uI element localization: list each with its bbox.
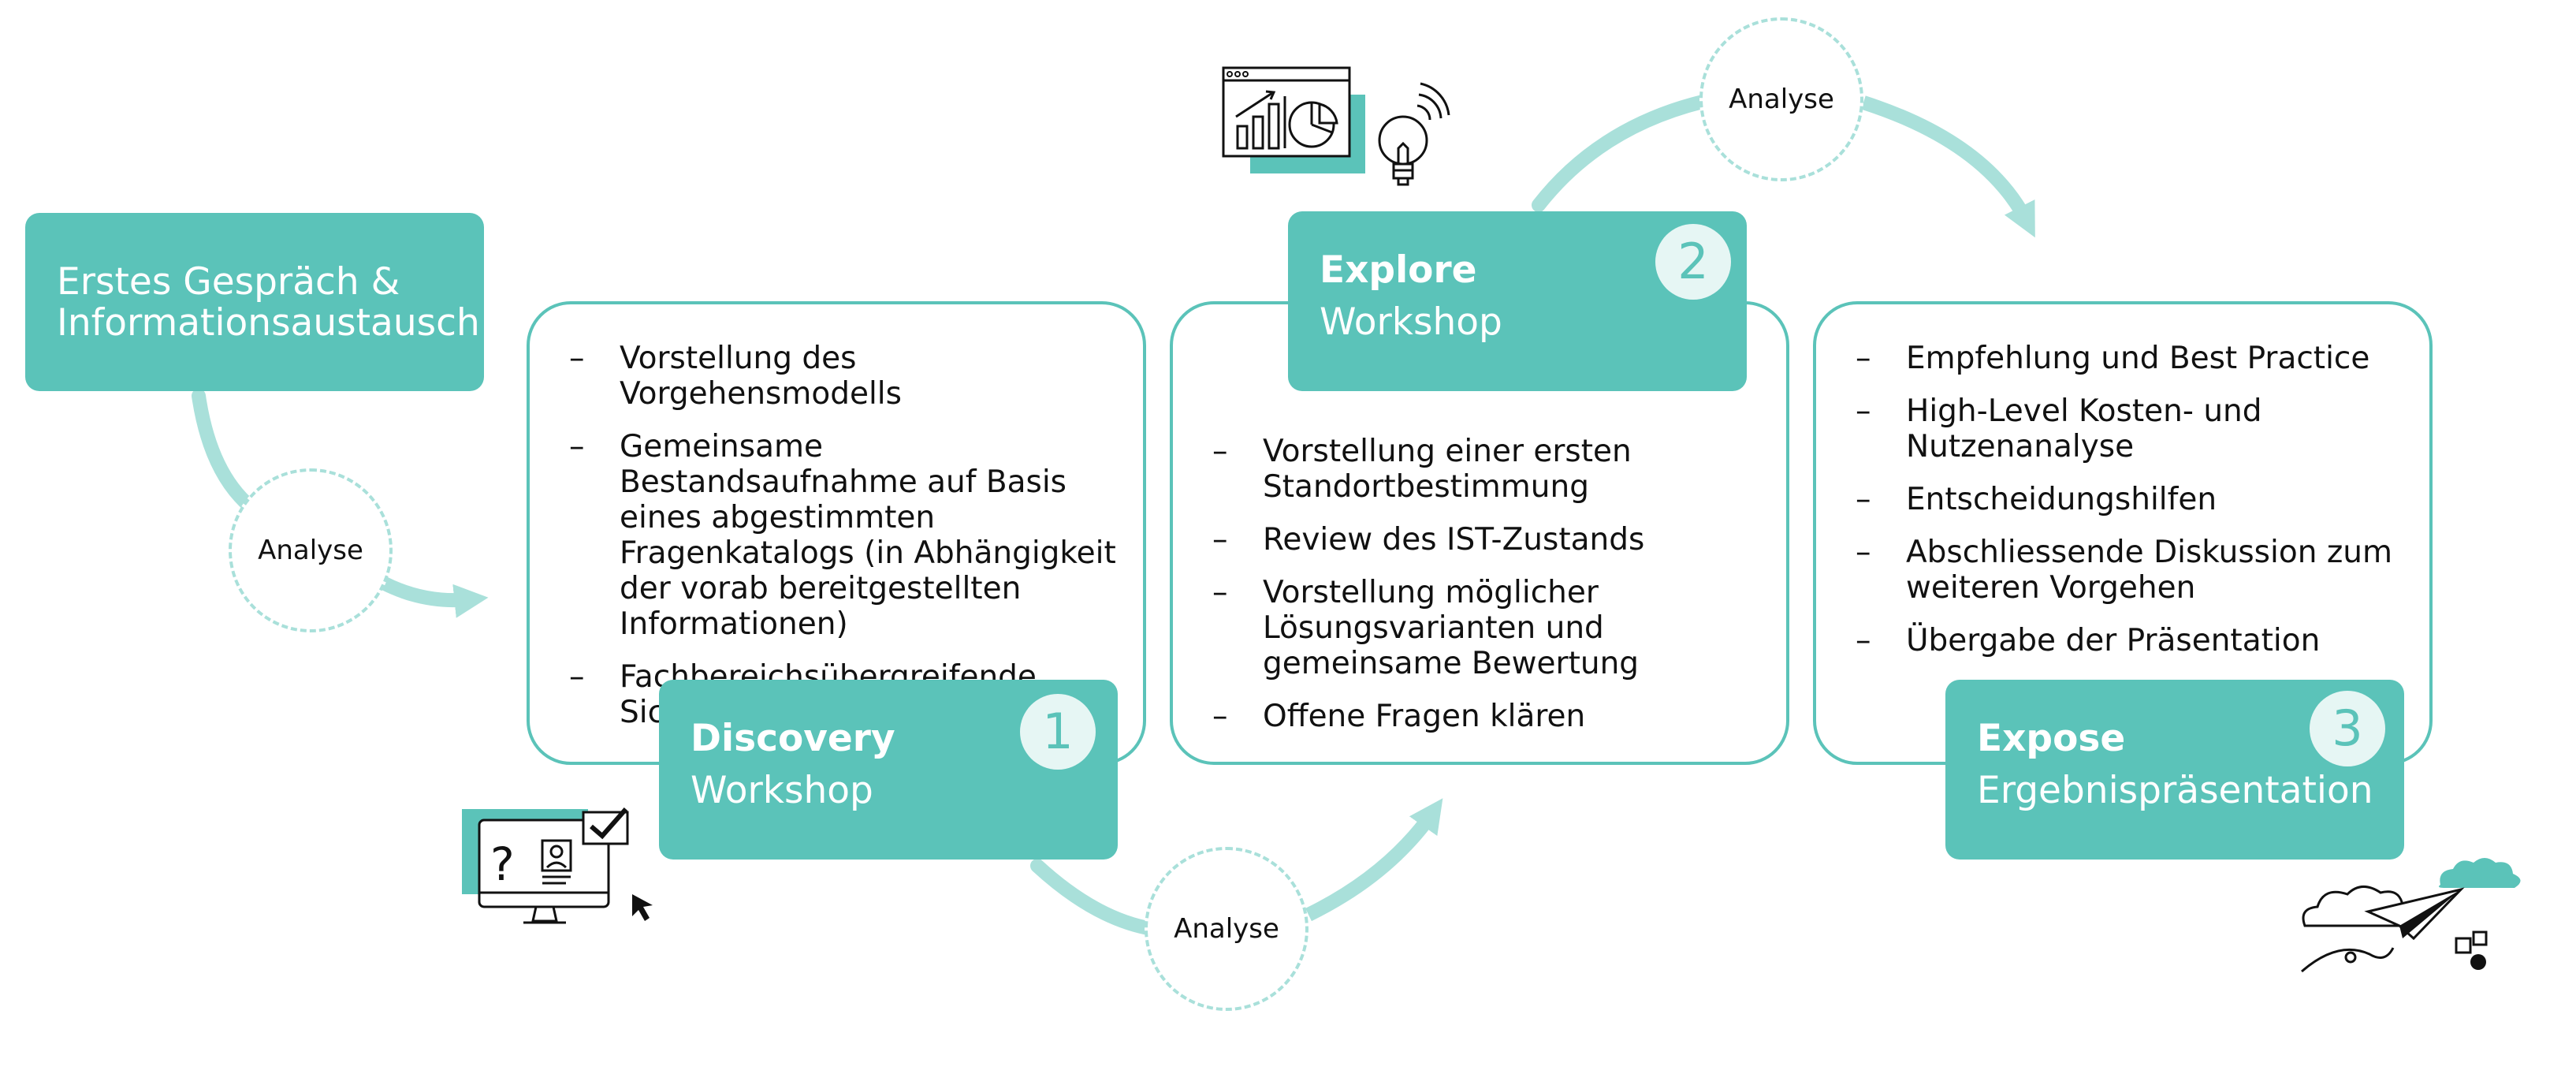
expose-bullets: Empfehlung und Best Practice High-Level …: [1856, 341, 2407, 676]
bullet-item: Empfehlung und Best Practice: [1856, 341, 2407, 376]
discovery-bullets: Vorstellung des Vorgehensmodells Gemeins…: [569, 341, 1121, 748]
svg-text:?: ?: [490, 837, 515, 891]
expose-title-box: Expose Ergebnispräsentation 3: [1945, 680, 2404, 860]
bullet-item: High-Level Kosten- und Nutzenanalyse: [1856, 393, 2407, 464]
phase-number-badge-2: 2: [1655, 224, 1731, 300]
analyse-circle-3: Analyse: [1699, 17, 1863, 181]
arrow-to-expose: [1861, 95, 2035, 238]
analyse-circle-2: Analyse: [1145, 847, 1308, 1011]
analyse-circle-1: Analyse: [229, 468, 393, 632]
intro-title: Erstes Gespräch & Informationsaustausch: [57, 260, 480, 345]
discovery-title-box: Discovery Workshop 1: [659, 680, 1118, 860]
arc-discovery-to-explore: [1030, 859, 1160, 936]
discovery-title: Discovery: [691, 717, 895, 760]
discovery-subtitle: Workshop: [691, 769, 873, 812]
bullet-item: Offene Fragen klären: [1212, 699, 1764, 734]
expose-subtitle: Ergebnispräsentation: [1977, 769, 2373, 812]
bullet-item: Review des IST-Zustands: [1212, 522, 1764, 558]
bullet-item: Abschliessende Diskussion zum weiteren V…: [1856, 535, 2407, 606]
expose-title: Expose: [1977, 717, 2126, 760]
analyse-label: Analyse: [258, 535, 363, 566]
explore-title-box: Explore Workshop 2: [1288, 211, 1747, 391]
arrow-to-discovery: [381, 576, 489, 618]
explore-bullets: Vorstellung einer ersten Standortbestimm…: [1212, 434, 1764, 751]
dashboard-chart-icon: [1222, 66, 1365, 173]
arc-explore-to-expose: [1532, 94, 1713, 212]
analyse-label: Analyse: [1729, 84, 1834, 115]
lightbulb-icon: [1378, 82, 1450, 186]
bullet-item: Vorstellung möglicher Lösungsvarianten u…: [1212, 575, 1764, 681]
bullet-item: Vorstellung einer ersten Standortbestimm…: [1212, 434, 1764, 505]
paper-plane-cloud-icon: [2301, 858, 2521, 973]
arrow-to-explore: [1305, 798, 1443, 922]
intro-box: Erstes Gespräch & Informationsaustausch: [25, 213, 484, 391]
explore-subtitle: Workshop: [1320, 300, 1502, 344]
bullet-item: Gemeinsame Bestandsaufnahme auf Basis ei…: [569, 429, 1121, 642]
phase-number-badge-1: 1: [1020, 694, 1096, 770]
bullet-item: Vorstellung des Vorgehensmodells: [569, 341, 1121, 412]
bullet-item: Übergabe der Präsentation: [1856, 623, 2407, 658]
bullet-item: Entscheidungshilfen: [1856, 482, 2407, 517]
phase-number-badge-3: 3: [2310, 691, 2385, 766]
explore-title: Explore: [1320, 248, 1477, 292]
computer-quiz-icon: ?: [462, 807, 653, 924]
analyse-label: Analyse: [1174, 913, 1279, 945]
